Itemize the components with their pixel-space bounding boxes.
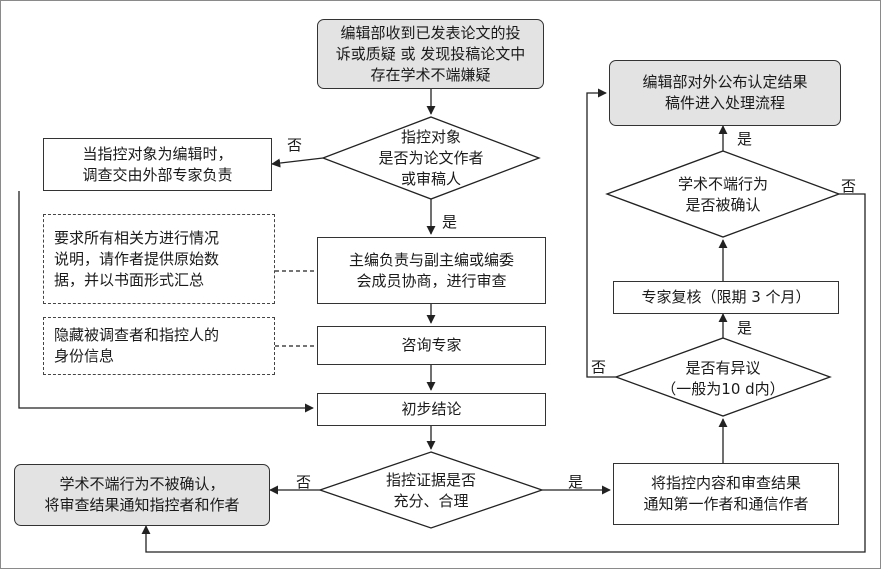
label-objection-yes: 是 xyxy=(737,319,753,337)
hide-text: 隐藏被调查者和指控人的 身份信息 xyxy=(54,326,220,365)
arrow-target-no xyxy=(271,157,324,168)
confirmed-decision-text: 学术不端行为 是否被确认 xyxy=(677,175,768,214)
line-confirmed-no-to-result xyxy=(141,193,866,553)
start-box: 编辑部收到已发表论文的投 诉或质疑 或 发现投稿论文中 存在学术不端嫌疑 xyxy=(317,19,544,89)
consult-box: 咨询专家 xyxy=(317,326,546,365)
objection-decision-text: 是否有异议 （一般为10 d内） xyxy=(661,359,785,398)
not-confirmed-box: 学术不端行为不被确认， 将审查结果通知指控者和作者 xyxy=(14,464,270,526)
external-text: 当指控对象为编辑时， 调查交由外部专家负责 xyxy=(82,144,233,184)
target-decision: 指控对象 是否为论文作者 或审稿人 xyxy=(341,125,521,191)
notify-text: 将指控内容和审查结果 通知第一作者和通信作者 xyxy=(643,474,809,513)
line-objection-no-to-publish xyxy=(586,88,616,378)
label-confirmed-yes: 是 xyxy=(737,130,753,148)
evidence-decision-shape xyxy=(317,451,545,529)
label-objection-no: 否 xyxy=(591,358,607,376)
confirmed-decision: 学术不端行为 是否被确认 xyxy=(637,173,809,217)
not-confirmed-text: 学术不端行为不被确认， 将审查结果通知指控者和作者 xyxy=(44,475,240,514)
external-box: 当指控对象为编辑时， 调查交由外部专家负责 xyxy=(43,138,272,191)
require-note: 要求所有相关方进行情况 说明，请作者提供原始数 据，并以书面形式汇总 xyxy=(43,214,275,304)
chief-text: 主编负责与副主编或编委 会成员协商，进行审查 xyxy=(348,250,514,290)
label-evidence-no: 否 xyxy=(296,473,312,491)
evidence-decision-text: 指控证据是否 充分、合理 xyxy=(385,471,476,510)
label-evidence-yes: 是 xyxy=(568,473,584,491)
prelim-box: 初步结论 xyxy=(317,393,546,426)
review-box: 专家复核（限期 3 个月） xyxy=(613,281,839,314)
label-target-no: 否 xyxy=(287,136,303,154)
review-text: 专家复核（限期 3 个月） xyxy=(641,288,811,306)
notify-box: 将指控内容和审查结果 通知第一作者和通信作者 xyxy=(613,463,839,525)
evidence-decision: 指控证据是否 充分、合理 xyxy=(351,469,511,513)
hide-note: 隐藏被调查者和指控人的 身份信息 xyxy=(43,317,275,375)
objection-decision-shape xyxy=(614,337,832,417)
label-target-yes: 是 xyxy=(442,213,458,231)
prelim-text: 初步结论 xyxy=(401,400,462,418)
chief-box: 主编负责与副主编或编委 会成员协商，进行审查 xyxy=(317,237,546,304)
publish-text: 编辑部对外公布认定结果 稿件进入处理流程 xyxy=(642,73,808,112)
start-text: 编辑部收到已发表论文的投 诉或质疑 或 发现投稿论文中 存在学术不端嫌疑 xyxy=(335,23,526,84)
line-external-to-prelim xyxy=(18,191,314,413)
objection-decision: 是否有异议 （一般为10 d内） xyxy=(641,357,805,401)
confirmed-decision-shape xyxy=(605,150,841,238)
consult-text: 咨询专家 xyxy=(401,336,462,354)
publish-box: 编辑部对外公布认定结果 稿件进入处理流程 xyxy=(609,60,841,126)
target-decision-text: 指控对象 是否为论文作者 或审稿人 xyxy=(378,127,484,188)
label-confirmed-no: 否 xyxy=(841,177,857,195)
require-text: 要求所有相关方进行情况 说明，请作者提供原始数 据，并以书面形式汇总 xyxy=(54,228,220,289)
